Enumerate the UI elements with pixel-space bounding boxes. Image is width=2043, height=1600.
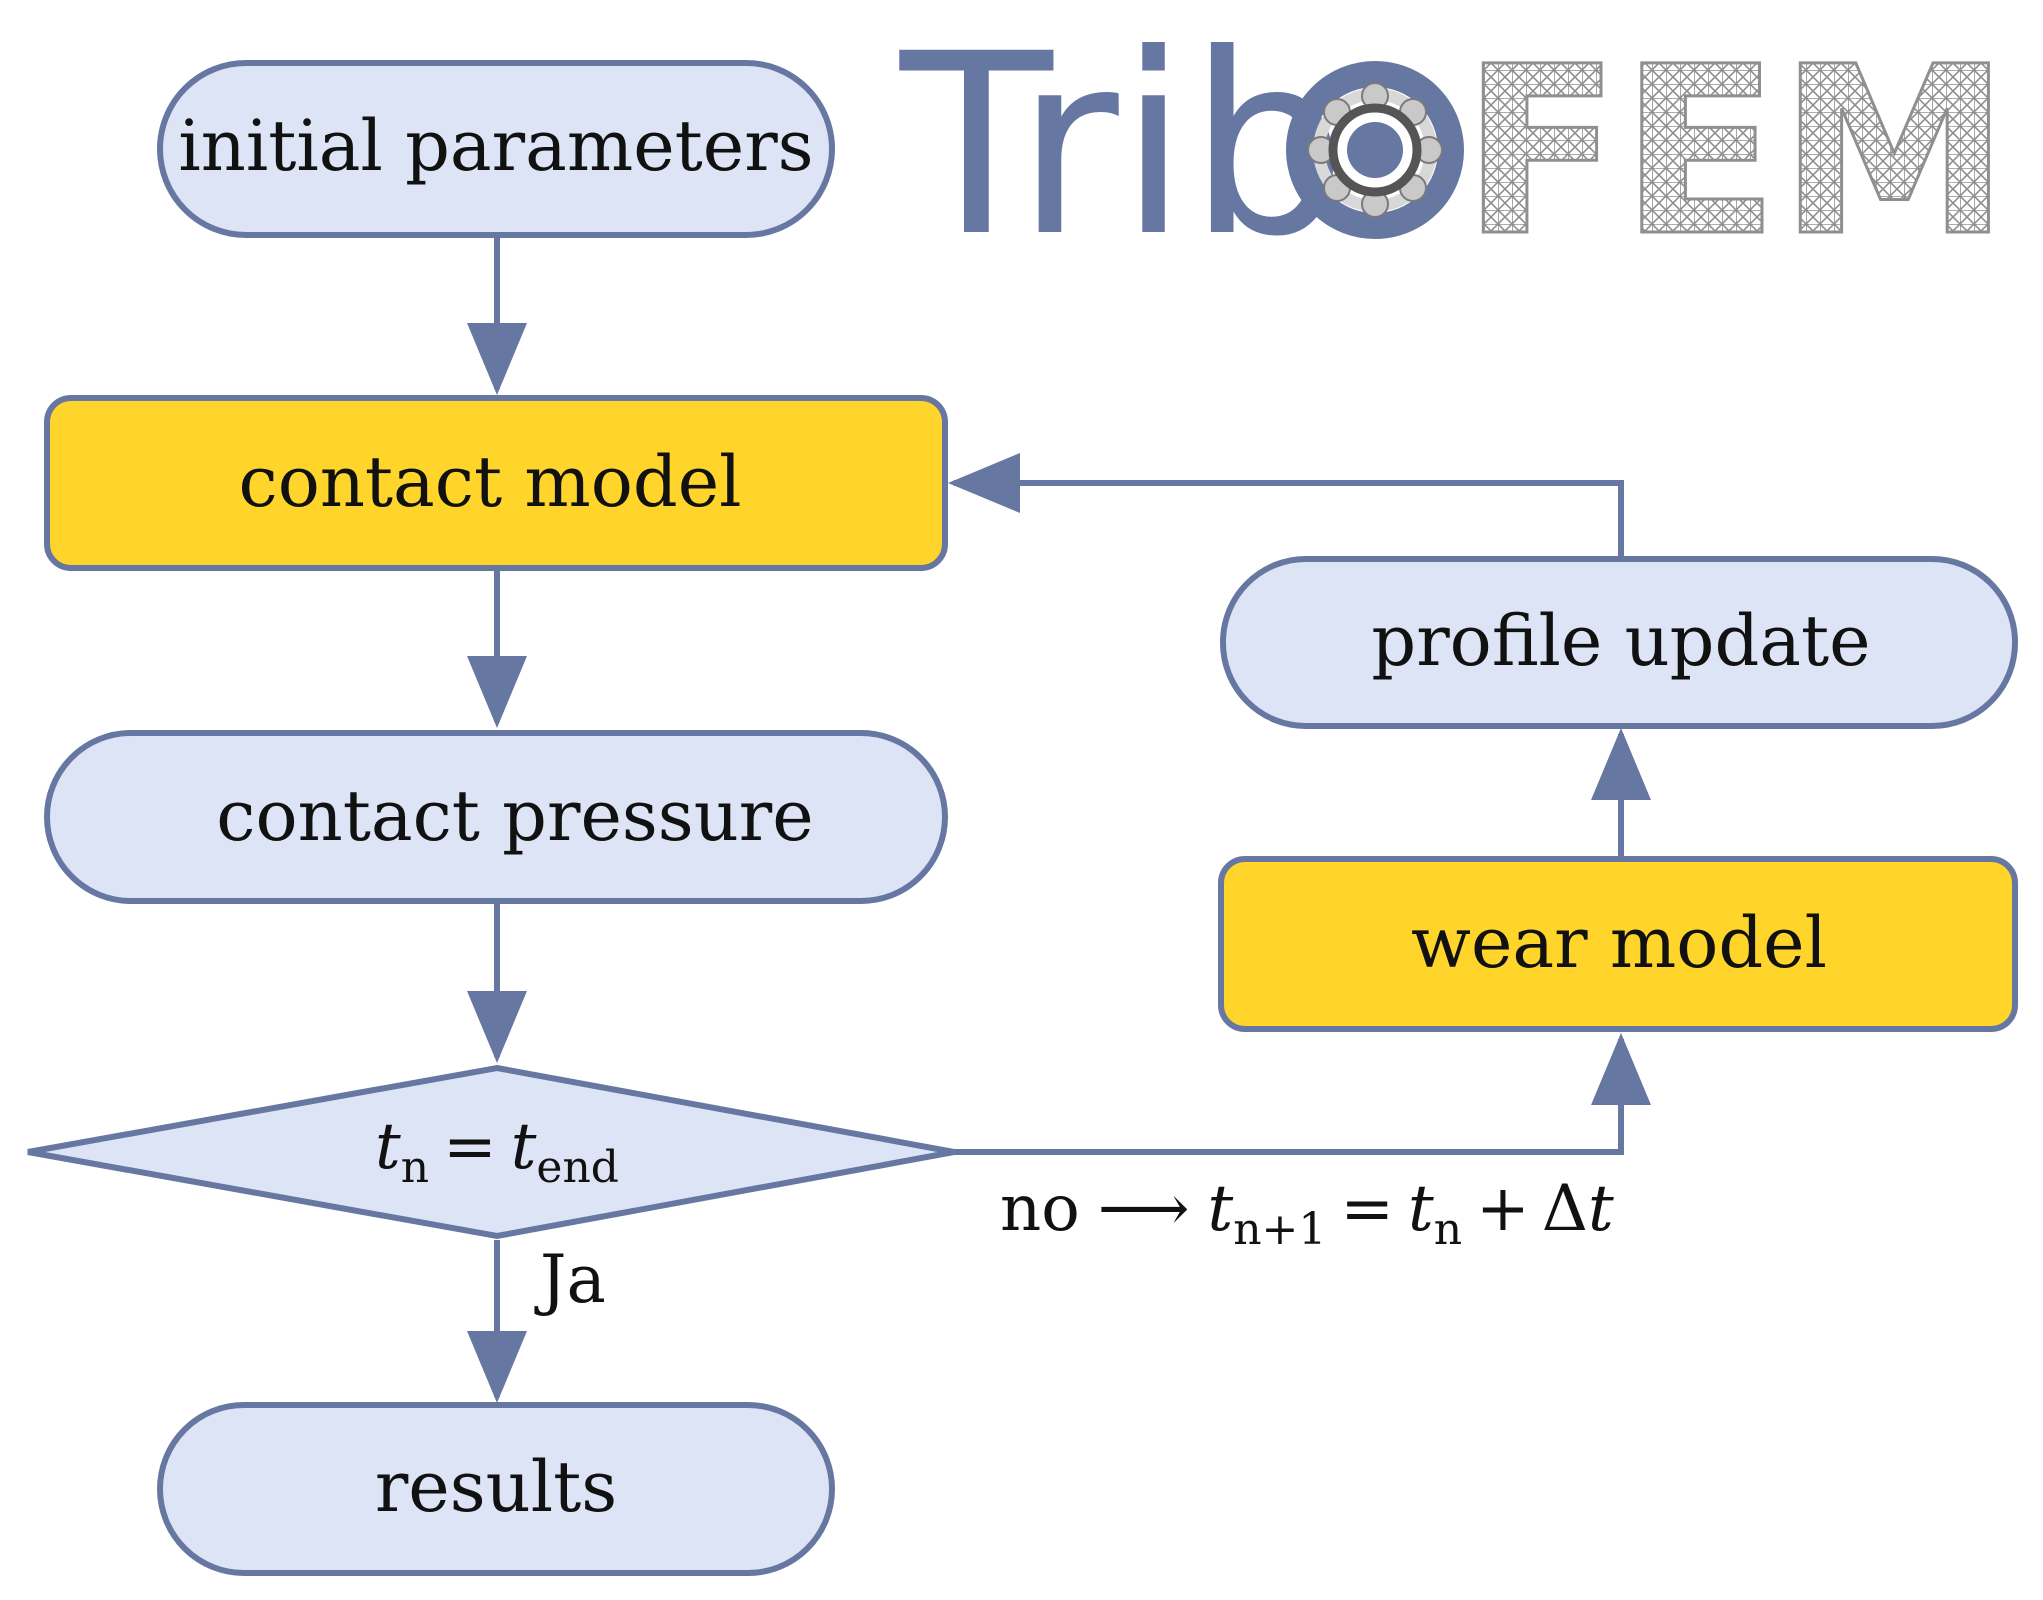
connectors bbox=[467, 237, 1651, 1403]
bearing-icon bbox=[1286, 61, 1464, 239]
node-results: results bbox=[157, 1402, 835, 1576]
node-wear-model: wear model bbox=[1218, 856, 2018, 1032]
label-results: results bbox=[375, 1446, 617, 1528]
node-profile-update: profile update bbox=[1220, 556, 2018, 729]
node-contact-pressure: contact pressure bbox=[44, 730, 948, 904]
label-contact-model: contact model bbox=[238, 441, 741, 523]
logo-text-tribo: Trib bbox=[899, 0, 1347, 291]
edge-profile-update-to-contact-model bbox=[948, 453, 1624, 557]
node-initial-parameters: initial parameters bbox=[157, 60, 835, 238]
label-profile-update: profile update bbox=[1371, 600, 1870, 682]
edge-decision-to-wear-model bbox=[954, 1033, 1651, 1155]
label-initial-parameters: initial parameters bbox=[178, 105, 813, 187]
label-decision: tn=tend bbox=[375, 1110, 619, 1193]
logo-text-fem: FEM bbox=[1462, 17, 2010, 287]
label-wear-model: wear model bbox=[1411, 902, 1827, 984]
decision-time-check: tn=tend bbox=[27, 1064, 955, 1240]
label-no-branch: no⟶tn+1=tn+Δt bbox=[1000, 1172, 1614, 1255]
node-contact-model: contact model bbox=[44, 395, 948, 571]
label-yes-branch: Ja bbox=[534, 1241, 606, 1318]
label-contact-pressure: contact pressure bbox=[216, 775, 813, 857]
tribofem-logo: Trib FEM bbox=[899, 0, 2011, 291]
